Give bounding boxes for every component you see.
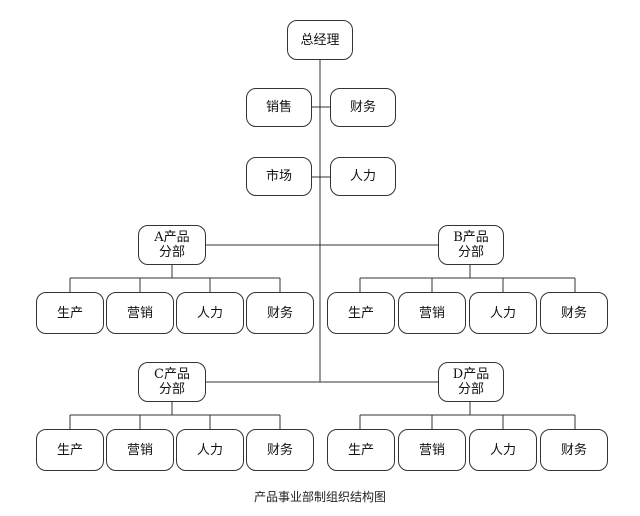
node-a-unit-marketing: 营销 bbox=[106, 292, 174, 334]
node-staff-market: 市场 bbox=[246, 157, 312, 196]
node-b-unit-marketing: 营销 bbox=[398, 292, 466, 334]
node-staff-sales: 销售 bbox=[246, 88, 312, 127]
node-c-unit-finance: 财务 bbox=[246, 429, 314, 471]
node-b-unit-hr: 人力 bbox=[469, 292, 537, 334]
node-c-unit-marketing: 营销 bbox=[106, 429, 174, 471]
node-c-unit-production: 生产 bbox=[36, 429, 104, 471]
node-b-unit-finance: 财务 bbox=[540, 292, 608, 334]
node-division-a: A产品 分部 bbox=[138, 225, 206, 265]
node-staff-finance: 财务 bbox=[330, 88, 396, 127]
node-a-unit-production: 生产 bbox=[36, 292, 104, 334]
node-d-unit-marketing: 营销 bbox=[398, 429, 466, 471]
node-d-unit-hr: 人力 bbox=[469, 429, 537, 471]
diagram-caption: 产品事业部制组织结构图 bbox=[253, 490, 386, 504]
node-ceo: 总经理 bbox=[287, 20, 353, 60]
node-division-c: C产品 分部 bbox=[138, 362, 206, 402]
node-d-unit-finance: 财务 bbox=[540, 429, 608, 471]
node-division-d: D产品 分部 bbox=[438, 362, 504, 402]
node-b-unit-production: 生产 bbox=[327, 292, 395, 334]
node-division-b: B产品 分部 bbox=[438, 225, 504, 265]
node-staff-hr: 人力 bbox=[330, 157, 396, 196]
node-d-unit-production: 生产 bbox=[327, 429, 395, 471]
node-a-unit-hr: 人力 bbox=[176, 292, 244, 334]
node-c-unit-hr: 人力 bbox=[176, 429, 244, 471]
node-a-unit-finance: 财务 bbox=[246, 292, 314, 334]
